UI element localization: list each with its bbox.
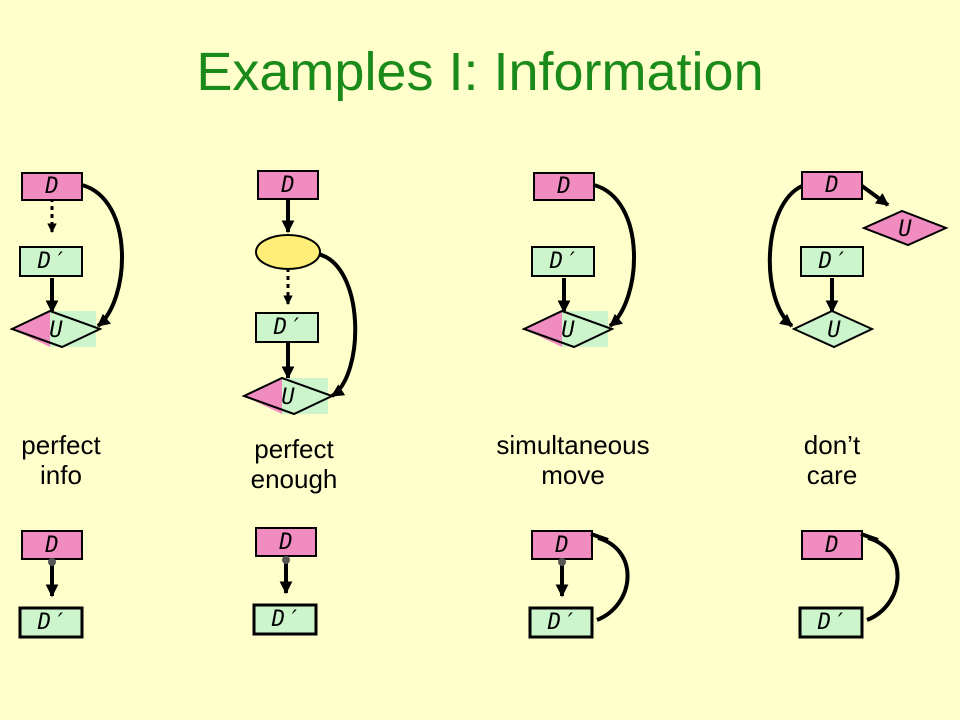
bottom-perfect-enough: D D′ — [252, 527, 318, 636]
decision-prime-node — [528, 606, 594, 639]
utility-arc-curved — [81, 183, 125, 328]
decision-node — [801, 171, 863, 200]
arc-dot — [558, 558, 566, 566]
caption-simultaneous-move: simultaneous move — [496, 430, 650, 490]
caption-perfect-info: perfect info — [21, 430, 101, 490]
decision-label: D — [824, 533, 838, 558]
bottom-perfect-info: D D′ — [18, 530, 84, 639]
arc-dot — [282, 556, 290, 564]
utility-label: U — [49, 318, 63, 343]
utility-node-top — [861, 209, 949, 247]
decision-prime-label: D′ — [549, 249, 577, 274]
example-perfect-enough: D D′ U — [241, 170, 358, 416]
decision-node — [257, 170, 319, 200]
example-dont-care: D U D′ U — [767, 171, 949, 349]
utility-arc-curved — [317, 252, 358, 398]
utility-node — [9, 309, 103, 349]
decision-label: D — [278, 530, 292, 555]
utility-node — [521, 309, 615, 349]
decision-label: D — [556, 174, 570, 199]
decision-prime-node — [19, 246, 83, 277]
decision-prime-node — [255, 312, 319, 343]
decision-node — [533, 172, 595, 201]
decision-label: D — [554, 533, 568, 558]
decision-prime-label: D′ — [271, 607, 299, 632]
decision-prime-label: D′ — [817, 610, 845, 635]
utility-node — [241, 376, 335, 416]
utility-label-top: U — [898, 217, 912, 242]
backward-arc — [596, 536, 630, 622]
arc-dot — [48, 558, 56, 566]
decision-prime-label: D′ — [37, 610, 65, 635]
decision-prime-node — [531, 246, 595, 277]
decision-prime-label: D′ — [818, 249, 846, 274]
utility-node-fill — [50, 311, 96, 347]
decision-prime-node — [18, 606, 84, 639]
caption-dont-care: don’t care — [803, 430, 861, 490]
decision-label: D — [280, 173, 294, 198]
example-simultaneous-move: D D′ U — [521, 172, 637, 349]
bottom-dont-care: D D′ — [798, 530, 900, 639]
decision-prime-node — [798, 606, 864, 639]
decision-node — [801, 530, 863, 560]
utility-arc-curved — [593, 183, 637, 328]
utility-label: U — [561, 318, 575, 343]
decision-prime-label: D′ — [273, 315, 301, 340]
utility-node-highlight — [524, 311, 562, 347]
utility-label: U — [827, 318, 841, 343]
utility-node-highlight — [12, 311, 50, 347]
arc-end-bar — [590, 532, 609, 542]
decision-label: D — [824, 173, 838, 198]
utility-node-fill — [282, 378, 328, 414]
caption-perfect-enough: perfect enough — [250, 434, 338, 494]
example-perfect-info: D D′ U — [9, 172, 125, 349]
decision-label: D — [44, 533, 58, 558]
decision-node — [21, 530, 83, 560]
decision-to-utility-arc — [860, 184, 890, 207]
decision-prime-label: D′ — [547, 610, 575, 635]
arc-end-bar — [860, 532, 879, 542]
decision-node — [21, 172, 83, 201]
utility-node-highlight — [244, 378, 282, 414]
chance-node — [255, 234, 321, 270]
bottom-simultaneous-move: D D′ — [528, 530, 630, 639]
utility-label: U — [281, 385, 295, 410]
backward-arc — [866, 536, 900, 622]
utility-node — [791, 309, 875, 349]
decision-label: D — [44, 174, 58, 199]
decision-prime-node — [252, 603, 318, 636]
page-title: Examples I: Information — [196, 42, 764, 102]
decision-prime-node — [800, 246, 864, 277]
decision-prime-label: D′ — [37, 249, 65, 274]
utility-node-fill — [562, 311, 608, 347]
utility-arc-curved — [767, 184, 803, 328]
